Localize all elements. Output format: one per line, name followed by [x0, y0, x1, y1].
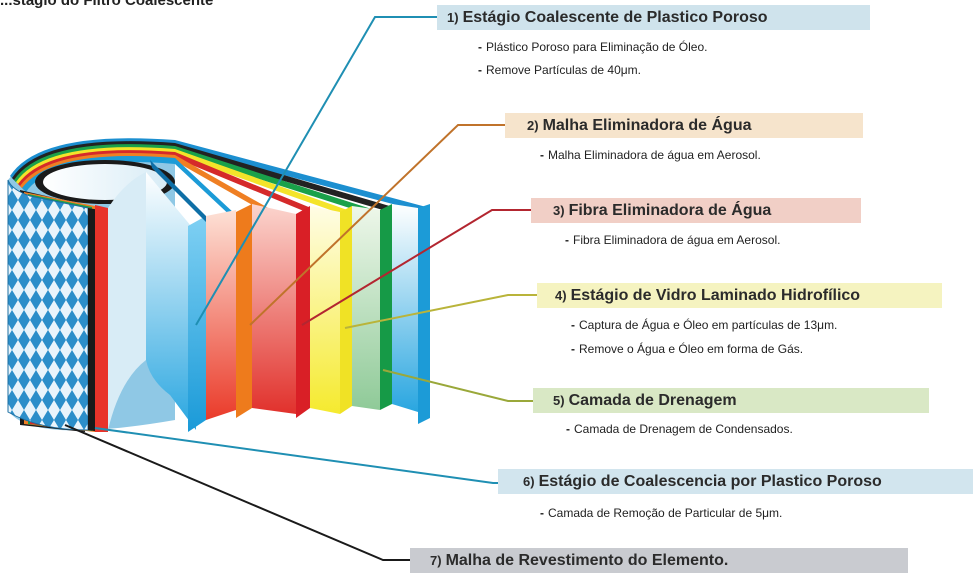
stage-3-number: 3): [553, 203, 565, 218]
stage-4-number: 4): [555, 288, 567, 303]
stage-2-note-1: -Malha Eliminadora de água em Aerosol.: [540, 148, 761, 162]
stage-4-title: Estágio de Vidro Laminado Hidrofílico: [570, 286, 861, 304]
stage-4-note-1: -Captura de Água e Óleo em partículas de…: [571, 318, 838, 332]
stage-1-title: Estágio Coalescente de Plastico Poroso: [462, 8, 768, 26]
header-fragment: ...stagio do Filtro Coalescente: [0, 0, 214, 9]
stage-2-number: 2): [527, 118, 539, 133]
stage-6-title: Estágio de Coalescencia por Plastico Por…: [538, 472, 882, 490]
stage-1-note-1: -Plástico Poroso para Eliminação de Óleo…: [478, 40, 708, 54]
stage-5-title: Camada de Drenagem: [568, 391, 737, 409]
stage-6-number: 6): [523, 474, 535, 489]
stage-4-banner: 4) Estágio de Vidro Laminado Hidrofílico: [537, 283, 942, 308]
stage-4-note-2: -Remove o Água e Óleo em forma de Gás.: [571, 342, 804, 356]
leader-lines: [64, 16, 537, 561]
leader-line-2: [249, 124, 505, 326]
stage-6-note-1: -Camada de Remoção de Particular de 5μm.: [540, 506, 783, 520]
leader-line-5: [382, 369, 533, 402]
stage-1-banner: 1) Estágio Coalescente de Plastico Poros…: [437, 5, 870, 30]
stage-3-note-1: -Fibra Eliminadora de água em Aerosol.: [565, 233, 781, 247]
stage-1-note-2: -Remove Partículas de 40μm.: [478, 63, 641, 77]
stage-6-banner: 6) Estágio de Coalescencia por Plastico …: [498, 469, 973, 494]
stage-7-title: Malha de Revestimento do Elemento.: [445, 551, 729, 569]
stage-5-note-1: -Camada de Drenagem de Condensados.: [566, 422, 793, 436]
leader-line-7: [64, 424, 410, 561]
stage-7-number: 7): [430, 553, 442, 568]
leader-line-6: [94, 427, 498, 484]
stage-3-banner: 3) Fibra Eliminadora de Água: [531, 198, 861, 223]
leader-line-4: [344, 294, 537, 329]
leader-line-1: [195, 16, 437, 326]
stage-1-number: 1): [447, 10, 459, 25]
stage-5-banner: 5) Camada de Drenagem: [533, 388, 929, 413]
stage-3-title: Fibra Eliminadora de Água: [568, 201, 772, 219]
stage-7-banner: 7) Malha de Revestimento do Elemento.: [410, 548, 908, 573]
stage-2-banner: 2) Malha Eliminadora de Água: [505, 113, 863, 138]
stage-2-title: Malha Eliminadora de Água: [542, 116, 752, 134]
stage-5-number: 5): [553, 393, 565, 408]
leader-line-3: [301, 209, 531, 326]
filter-cylinder: [7, 138, 430, 432]
